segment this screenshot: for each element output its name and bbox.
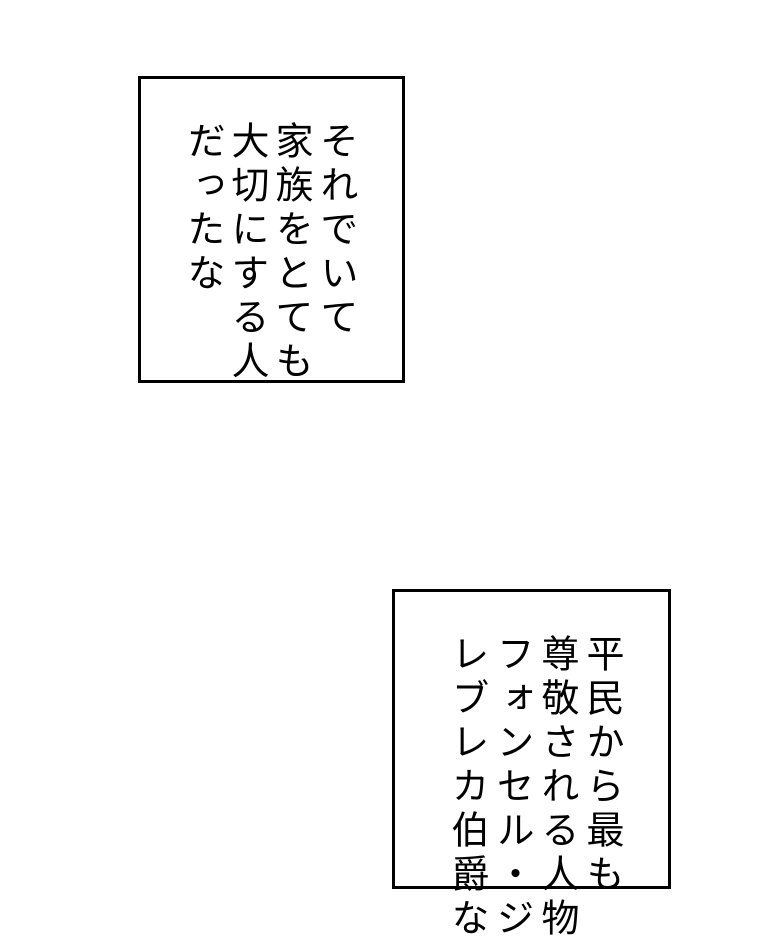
caption-box-2: 平民から最も 尊敬される人物 フォンセル・ジ レブレカ伯爵な: [392, 589, 671, 942]
caption-line: レブレカ伯爵な: [445, 634, 489, 942]
caption-line: 尊敬される人物: [535, 634, 579, 942]
caption-line: だったな: [181, 121, 225, 297]
caption-line: 大切にする人: [225, 121, 269, 385]
caption-line: フォンセル・ジ: [490, 634, 534, 942]
caption-line: 平民から最も: [580, 634, 624, 898]
caption-line: それでいて: [314, 121, 358, 341]
caption-box-1: それでいて 家族をとても 大切にする人 だったな: [138, 76, 405, 385]
caption-line: 家族をとても: [269, 121, 313, 385]
